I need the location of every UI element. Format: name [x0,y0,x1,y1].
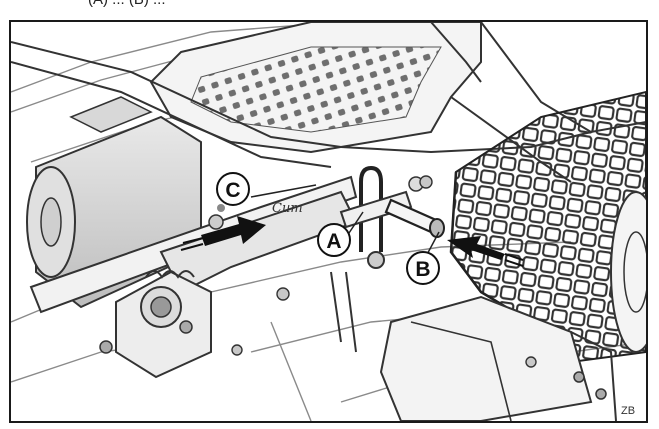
mower-illustration: Cum C [11,22,646,421]
pedal-box [379,295,617,421]
linkage-arm [29,175,358,314]
corner-stamp: ZB [621,405,635,417]
pivot-bracket [99,270,212,379]
mesh-wheel-guard [449,90,646,364]
clevis-pin-b [384,176,445,238]
bolts [231,175,537,368]
callout-c-label: C [225,179,240,202]
arrow-b [447,236,524,267]
callout-b: B [406,251,440,285]
caption-text: (A) ... (B) ... [88,0,166,8]
callout-a-label: A [326,230,341,253]
callout-b-label: B [415,258,430,281]
brand-mark: Cum [272,201,303,216]
callout-a: A [317,223,351,257]
callout-c: C [216,172,250,206]
diagram-frame: Cum C [9,20,648,423]
arrow-c [180,216,266,251]
